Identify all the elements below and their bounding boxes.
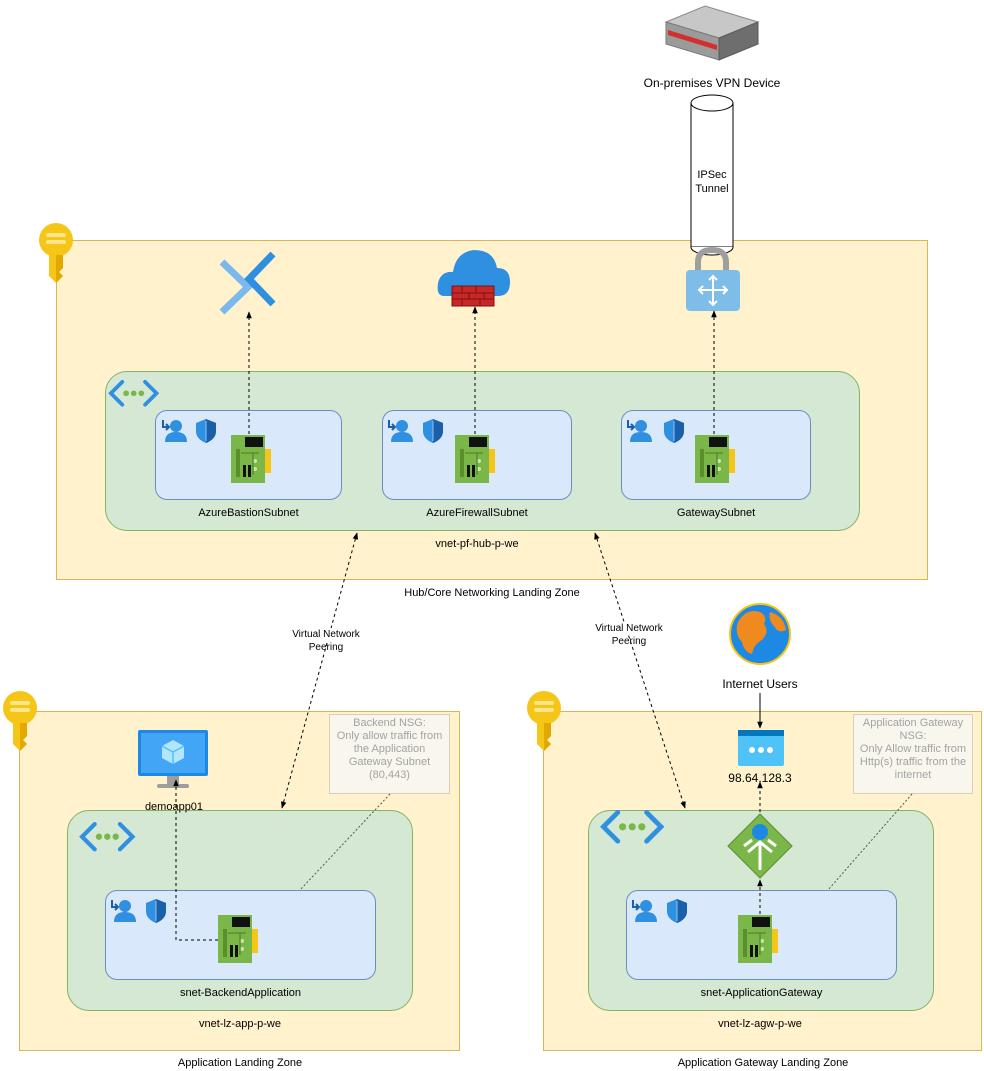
hub-vnet-label: vnet-pf-hub-p-we	[435, 538, 519, 550]
agw-nsg-note-line: Only Allow traffic from	[859, 743, 967, 755]
bastion-nic-icon	[230, 434, 272, 484]
ipsec-tunnel-icon	[690, 94, 734, 256]
tunnel-label-line1: IPSec	[697, 169, 727, 181]
vpn-gateway-icon	[686, 246, 740, 311]
firewall-subnet	[382, 410, 572, 500]
peering-right-line2: Peering	[611, 636, 647, 647]
app-key-icon	[3, 691, 37, 751]
bastion-icon	[219, 251, 276, 315]
agw-nsg-note: Application Gateway NSG: Only Allow traf…	[853, 714, 973, 794]
bastion-shield-icon	[195, 418, 217, 444]
agw-nsg-note-line: Http(s) traffic from the	[859, 756, 967, 768]
agw-nsg-note-line: Application Gateway	[862, 717, 964, 729]
backend-user-icon	[111, 899, 137, 923]
connectors	[173, 306, 913, 941]
peering-left-line2: Peering	[308, 642, 344, 653]
backend-note-link	[299, 793, 391, 891]
appgw-user-icon	[632, 899, 658, 923]
bastion-subnet-label: AzureBastionSubnet	[198, 507, 299, 519]
public-ip-icon	[738, 730, 784, 766]
backend-shield-icon	[145, 898, 167, 924]
peering-left-connector	[280, 532, 359, 809]
internet-users-label: Internet Users	[722, 677, 798, 691]
appgw-nic-icon	[737, 914, 779, 964]
backend-nsg-note-line: the Application	[353, 743, 426, 755]
backend-subnet-label: snet-BackendApplication	[179, 987, 302, 999]
gateway-nic-icon	[694, 434, 736, 484]
hub-key-icon	[39, 223, 73, 283]
peering-left-line1: Virtual Network	[266, 628, 386, 641]
vpn-device-label: On-premises VPN Device	[643, 76, 781, 90]
hub-vnet-icon	[109, 379, 159, 407]
tunnel-label-line2: Tunnel	[695, 183, 729, 195]
agw-nsg-note-line: NSG:	[899, 730, 927, 742]
peering-right-connector	[594, 532, 686, 809]
hub-zone-label: Hub/Core Networking Landing Zone	[404, 587, 580, 599]
firewall-user-icon	[388, 419, 414, 443]
app-gateway-icon	[727, 813, 793, 879]
app-vnet-label: vnet-lz-app-p-we	[199, 1018, 281, 1030]
vm-connector	[173, 779, 218, 941]
backend-nsg-note-line: Only allow traffic from	[336, 730, 443, 742]
agw-vnet-label: vnet-lz-agw-p-we	[718, 1018, 802, 1030]
appgw-shield-icon	[666, 898, 688, 924]
agw-note-link	[827, 793, 913, 891]
agw-nsg-note-line: internet	[894, 769, 932, 781]
app-vnet-icon	[82, 824, 132, 849]
app-zone-label: Application Landing Zone	[177, 1057, 303, 1069]
vm-label: demoapp01	[144, 801, 204, 813]
backend-nsg-note-line: (80,443)	[369, 769, 410, 781]
backend-nsg-note-line: Backend NSG:	[353, 717, 426, 729]
backend-nsg-note-line: Gateway Subnet	[348, 756, 431, 768]
agw-zone-label: Application Gateway Landing Zone	[677, 1057, 849, 1069]
gateway-user-icon	[627, 419, 653, 443]
gateway-shield-icon	[663, 418, 685, 444]
appgw-subnet-label: snet-ApplicationGateway	[700, 987, 823, 999]
agw-key-icon	[527, 691, 561, 751]
globe-icon	[729, 603, 791, 665]
gateway-subnet-label: GatewaySubnet	[676, 507, 756, 519]
backend-nic-icon	[217, 914, 259, 964]
peering-right-line1: Virtual Network	[569, 622, 689, 635]
vpn-device-icon	[664, 5, 760, 61]
firewall-icon	[437, 250, 510, 307]
bastion-user-icon	[162, 419, 188, 443]
vm-monitor-icon	[138, 730, 208, 788]
firewall-nic-icon	[454, 434, 496, 484]
agw-vnet-icon	[603, 812, 661, 841]
public-ip-label: 98.64.128.3	[728, 771, 792, 785]
firewall-shield-icon	[422, 418, 444, 444]
firewall-subnet-label: AzureFirewallSubnet	[426, 507, 528, 519]
